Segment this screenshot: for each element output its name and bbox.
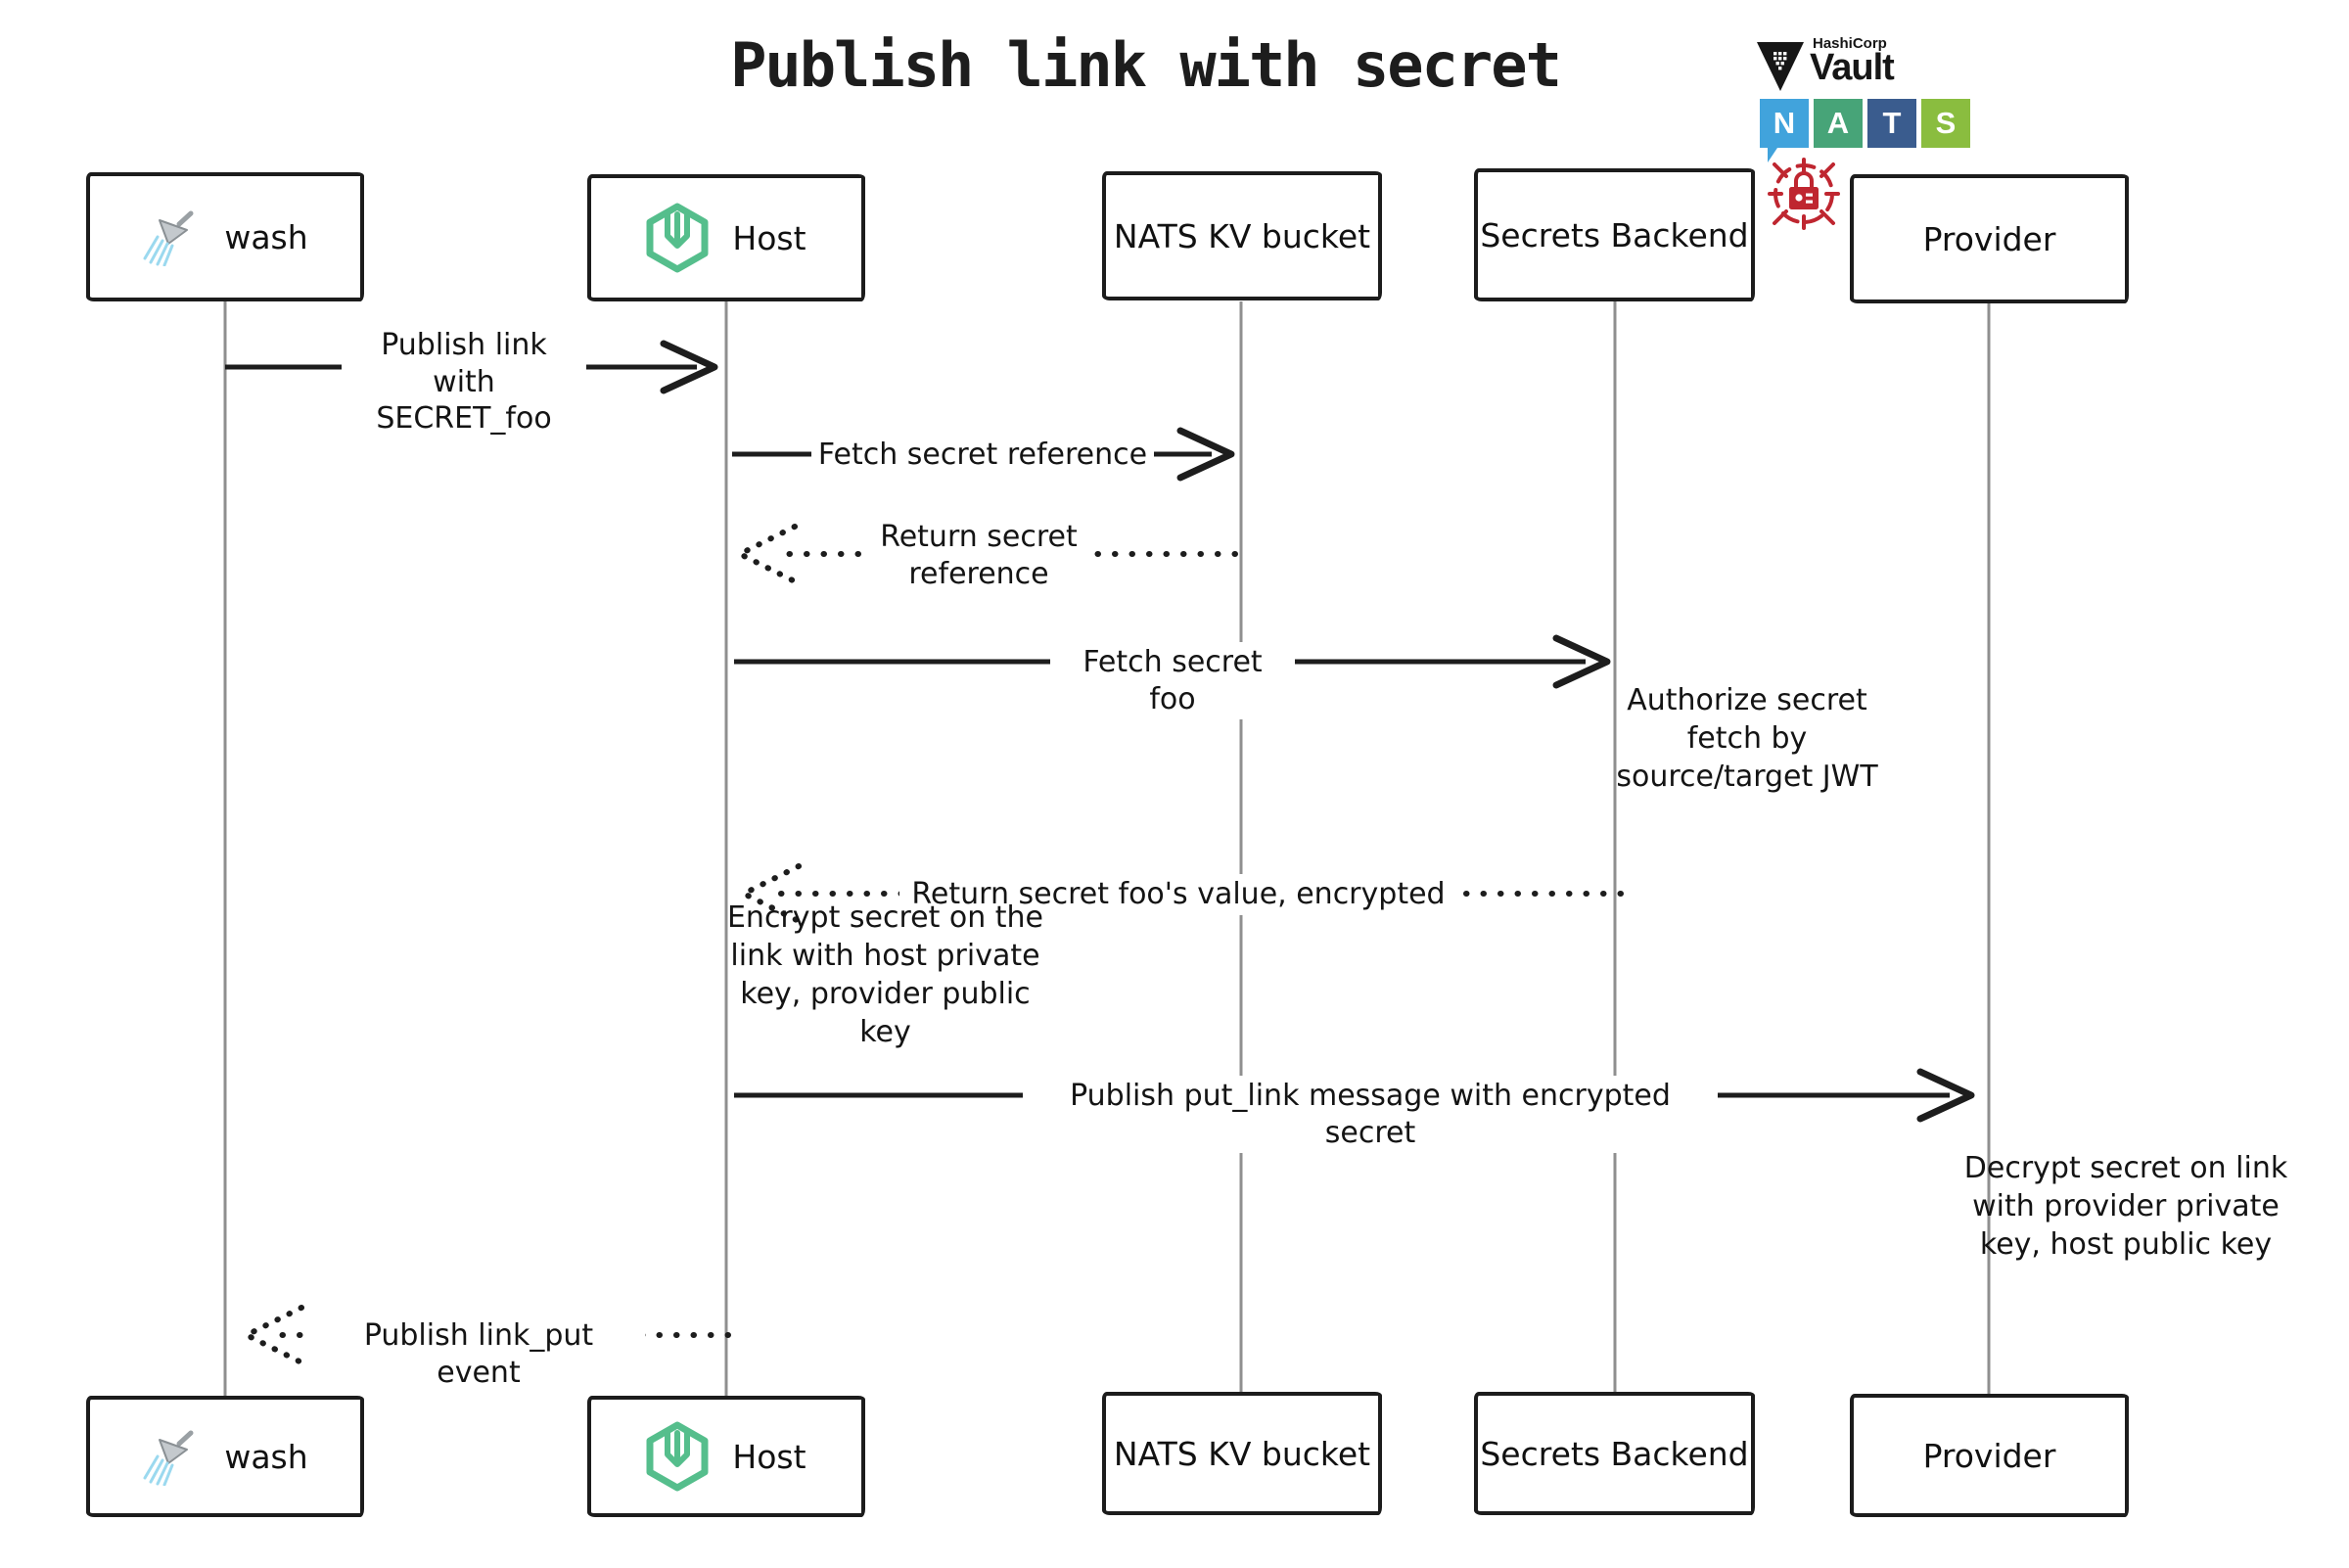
actor-box-provider-top: Provider bbox=[1850, 174, 2129, 303]
nats-logo-letter-n: N bbox=[1760, 99, 1809, 162]
actor-label: NATS KV bucket bbox=[1113, 216, 1371, 255]
nats-logo-letter-a: A bbox=[1814, 99, 1863, 148]
actor-label: Provider bbox=[1922, 219, 2056, 258]
note-encrypt-secret: Encrypt secret on the link with host pri… bbox=[726, 900, 1044, 1049]
actor-box-wash-top: wash bbox=[86, 172, 364, 301]
note-authorize-secret-fetch: Authorize secret fetch by source/target … bbox=[1616, 683, 1878, 794]
actor-label: NATS KV bucket bbox=[1113, 1434, 1371, 1473]
wasmcloud-hexagon-icon bbox=[646, 203, 709, 273]
secret-lock-target-icon bbox=[1768, 158, 1840, 230]
message-label-fetch-secret-foo: Fetch secret foo bbox=[1050, 642, 1295, 719]
nats-logo-letter-t: T bbox=[1867, 99, 1916, 148]
wasmcloud-hexagon-icon bbox=[646, 1421, 709, 1492]
nats-letter: A bbox=[1826, 106, 1850, 140]
nats-logo-letter-s: S bbox=[1921, 99, 1970, 148]
shower-icon bbox=[143, 1430, 194, 1486]
actor-label: wash bbox=[224, 217, 308, 256]
vault-brand-text: HashiCorp bbox=[1813, 35, 1887, 52]
actor-label: Host bbox=[732, 1437, 806, 1476]
message-label-publish-link: Publish link with SECRET_foo bbox=[342, 325, 586, 439]
actor-label: Host bbox=[732, 218, 806, 257]
shower-icon bbox=[143, 210, 194, 266]
vault-product-text: Vault bbox=[1810, 47, 1895, 88]
actor-label: Provider bbox=[1922, 1436, 2056, 1475]
actor-box-nats-kv-top: NATS KV bucket bbox=[1102, 171, 1382, 300]
actor-label: wash bbox=[224, 1437, 308, 1476]
nats-letter: T bbox=[1882, 106, 1902, 140]
actor-box-nats-kv-bottom: NATS KV bucket bbox=[1102, 1392, 1382, 1515]
nats-letter: S bbox=[1935, 106, 1957, 140]
page-title: Publish link with secret bbox=[730, 29, 1562, 101]
actor-box-host-bottom: Host bbox=[587, 1396, 865, 1517]
actor-label: Secrets Backend bbox=[1480, 1434, 1749, 1473]
actor-box-host-top: Host bbox=[587, 174, 865, 301]
message-label-publish-link-put-event: Publish link_put event bbox=[312, 1315, 645, 1393]
actor-box-wash-bottom: wash bbox=[86, 1396, 364, 1517]
actor-label: Secrets Backend bbox=[1480, 215, 1749, 254]
nats-speech-tail bbox=[1768, 148, 1777, 162]
actor-box-secrets-backend-bottom: Secrets Backend bbox=[1474, 1392, 1755, 1515]
vault-logo-icon bbox=[1757, 42, 1804, 91]
message-label-publish-put-link: Publish put_link message with encrypted … bbox=[1023, 1076, 1718, 1153]
actor-box-secrets-backend-top: Secrets Backend bbox=[1474, 168, 1755, 301]
message-label-fetch-secret-reference: Fetch secret reference bbox=[811, 435, 1154, 476]
actor-box-provider-bottom: Provider bbox=[1850, 1394, 2129, 1517]
nats-logo: N A T S bbox=[1760, 99, 1970, 162]
nats-letter: N bbox=[1773, 106, 1796, 140]
message-label-return-secret-reference: Return secret reference bbox=[866, 517, 1091, 594]
message-label-return-secret-value: Return secret foo's value, encrypted bbox=[899, 874, 1457, 915]
note-decrypt-secret: Decrypt secret on link with provider pri… bbox=[1963, 1151, 2288, 1262]
